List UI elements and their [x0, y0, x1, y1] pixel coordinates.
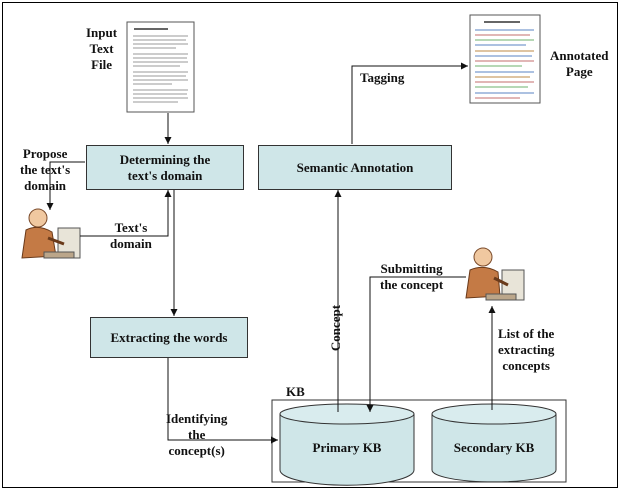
tagging-label: Tagging	[360, 70, 405, 85]
kb-label: KB	[286, 384, 305, 399]
user-figure-left-icon	[21, 208, 81, 259]
user-figure-right-icon	[465, 247, 525, 301]
identifying-concepts-label: Identifying the concept(s)	[166, 411, 228, 458]
extracting-words-box: Extracting the words	[90, 317, 248, 358]
primary-kb-cylinder	[279, 403, 415, 486]
secondary-kb-label: Secondary KB	[453, 440, 535, 455]
secondary-kb-cylinder	[431, 403, 557, 483]
annotated-page-icon	[469, 14, 541, 104]
semantic-annotation-box: Semantic Annotation	[258, 145, 452, 190]
edge-identifying	[167, 358, 278, 444]
edge-submitting	[366, 276, 466, 412]
input-text-file-label: Input Text File	[86, 25, 118, 72]
texts-domain-label: Text's domain	[110, 220, 152, 251]
annotated-page-label: Annotated Page	[550, 48, 609, 79]
submitting-concept-label: Submitting the concept	[380, 261, 444, 292]
edge-propose-domain	[46, 161, 85, 210]
primary-kb-label: Primary KB	[312, 440, 382, 455]
input-text-file-icon	[126, 21, 195, 113]
propose-domain-label: Propose the text's domain	[20, 146, 71, 193]
edge-texts-domain	[80, 190, 172, 237]
determining-domain-box: Determining the text's domain	[86, 145, 244, 190]
list-of-concepts-label: List of the extracting concepts	[498, 326, 555, 373]
edge-tagging	[351, 62, 468, 144]
concept-label: Concept	[328, 304, 343, 352]
